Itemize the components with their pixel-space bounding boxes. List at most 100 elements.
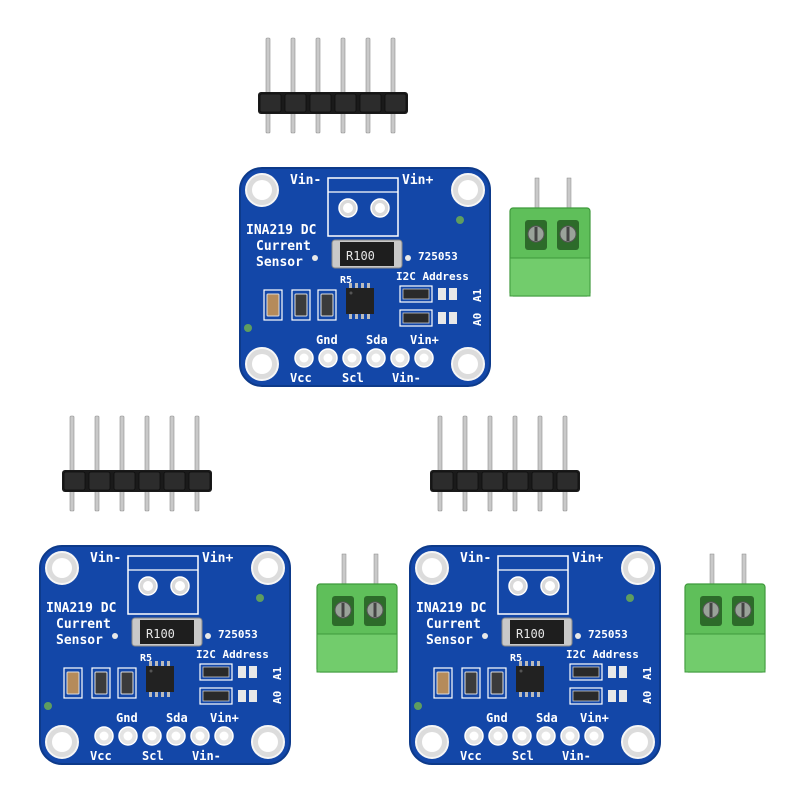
capacitor [266,293,280,317]
smd-footprint [91,667,111,699]
header-pin [537,415,543,512]
terminal-base [316,633,398,673]
header-segment [309,93,332,113]
header-segment [384,93,407,113]
header-pin [487,415,493,512]
mounting-hole [52,732,72,752]
pin-label-vin-minus: Vin- [192,749,221,763]
header-pin [562,415,568,512]
screw-slot [534,227,538,241]
smd-footprint [291,289,311,321]
resistor-footprint [399,309,433,327]
resistor [120,671,134,695]
via [575,633,581,639]
smd-footprint [263,289,283,321]
header-pin [290,37,296,134]
pin-label-scl: Scl [342,371,364,385]
pin-label-vcc: Vcc [460,749,482,763]
via [405,255,411,261]
resistor [464,671,478,695]
header-segment [431,471,454,491]
i2c-address-label: I2C Address [196,648,269,661]
header-segment [113,471,136,491]
resistor [94,671,108,695]
smd-footprint [487,667,507,699]
pin-label-vcc: Vcc [290,371,312,385]
header-pin [462,415,468,512]
header-pin [365,37,371,134]
board-title-line2: Current [256,239,311,254]
shunt-resistor [340,242,394,266]
board-title-line2: Current [56,617,111,632]
mounting-hole [422,732,442,752]
shunt-resistor [510,620,564,644]
pcb [409,545,661,765]
header-pin [169,415,175,512]
header-pin [512,415,518,512]
header-pin [69,415,75,512]
pin-header-icon [62,415,212,512]
r5-label: R5 [510,653,522,664]
resistor [202,666,230,678]
resistor-footprint [569,663,603,681]
smd-footprint [433,667,453,699]
solder-jumper-pad [608,690,616,702]
label-vin-minus-top: Vin- [460,551,491,566]
batch-code: 725053 [588,628,628,641]
solder-jumper-pad [249,690,257,702]
via [112,633,118,639]
via [312,255,318,261]
solder-jumper-pad [608,666,616,678]
shunt-label: R100 [146,627,175,641]
pin-label-vin-minus: Vin- [562,749,591,763]
header-pin [315,37,321,134]
solder-jumper-pad [619,690,627,702]
pin-label-sda: Sda [536,711,558,725]
screw-slot [341,603,345,617]
header-segment [334,93,357,113]
solder-jumper-pad [438,288,446,300]
a1-label: A1 [271,666,284,680]
board-title-line1: INA219 DC [416,601,486,616]
via [482,633,488,639]
pin-label-vin-plus: Vin+ [210,711,239,725]
header-segment [188,471,211,491]
capacitor [66,671,80,695]
board-title-line3: Sensor [56,633,103,648]
solder-jumper-pad [449,288,457,300]
header-segment [556,471,579,491]
header-pin [194,415,200,512]
fiducial [256,594,264,602]
header-pin [437,415,443,512]
solder-jumper-pad [438,312,446,324]
fiducial [456,216,464,224]
pin-label-gnd: Gnd [316,333,338,347]
mounting-hole [258,558,278,578]
header-segment [163,471,186,491]
board-title-line2: Current [426,617,481,632]
header-segment [456,471,479,491]
mounting-hole [258,732,278,752]
r5-label: R5 [340,275,352,286]
mounting-hole [628,558,648,578]
screw-slot [566,227,570,241]
header-pin [94,415,100,512]
header-segment [88,471,111,491]
pin-label-sda: Sda [366,333,388,347]
resistor [572,666,600,678]
a1-label: A1 [471,288,484,302]
i2c-address-label: I2C Address [396,270,469,283]
terminal-base [684,633,766,673]
header-pin [119,415,125,512]
resistor-footprint [199,663,233,681]
fiducial [414,702,422,710]
via [205,633,211,639]
header-segment [138,471,161,491]
resistor [294,293,308,317]
resistor [320,293,334,317]
mounting-hole [252,180,272,200]
mounting-hole [52,558,72,578]
